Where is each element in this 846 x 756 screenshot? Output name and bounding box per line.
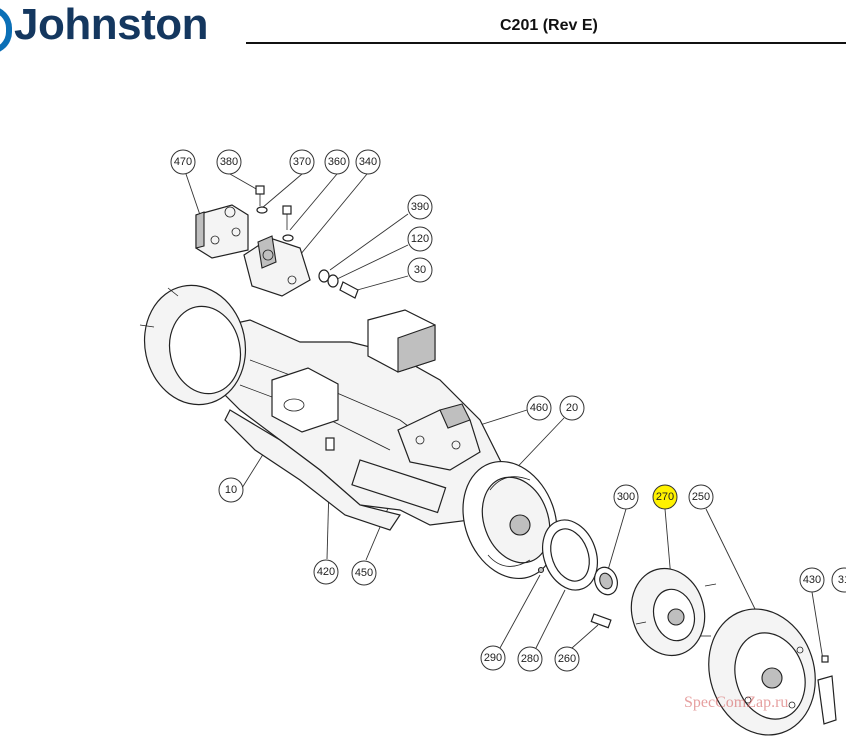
svg-text:31: 31	[838, 574, 846, 586]
callout-460: 460	[526, 395, 552, 421]
svg-text:30: 30	[414, 264, 426, 276]
svg-text:260: 260	[558, 653, 576, 665]
bracket-31	[817, 675, 837, 725]
svg-text:340: 340	[359, 156, 377, 168]
svg-text:360: 360	[328, 156, 346, 168]
seal-300	[594, 566, 618, 596]
callout-340: 340	[355, 149, 381, 175]
mounting-bracket-460	[397, 403, 481, 471]
svg-text:290: 290	[484, 652, 502, 664]
callout-260: 260	[554, 646, 580, 672]
right-brake-backplate-20	[462, 460, 558, 580]
svg-text:380: 380	[220, 156, 238, 168]
header-divider	[246, 42, 846, 44]
svg-text:280: 280	[521, 653, 539, 665]
wheel-hub-270	[630, 567, 717, 657]
document-title: C201 (Rev E)	[500, 17, 598, 34]
svg-text:10: 10	[225, 484, 237, 496]
watermark-text: SpecComZap.ru	[684, 694, 789, 711]
fitting-420	[325, 437, 335, 451]
callout-380: 380	[216, 149, 242, 175]
svg-text:390: 390	[411, 201, 429, 213]
callout-120: 120	[407, 226, 433, 252]
svg-text:450: 450	[355, 567, 373, 579]
callout-430: 430	[799, 567, 825, 593]
callout-31: 31	[831, 567, 846, 593]
screw-430	[821, 655, 829, 663]
callout-390: 390	[407, 194, 433, 220]
shaft-450	[351, 459, 447, 514]
callout-30: 30	[407, 257, 433, 283]
callout-10: 10	[218, 477, 244, 503]
callout-470: 470	[170, 149, 196, 175]
callout-20: 20	[559, 395, 585, 421]
callout-370: 370	[289, 149, 315, 175]
svg-text:430: 430	[803, 574, 821, 586]
callout-280: 280	[517, 646, 543, 672]
brake-drum-250	[708, 608, 816, 736]
svg-text:470: 470	[174, 156, 192, 168]
johnston-logo: Johnston	[0, 0, 230, 60]
callout-420: 420	[313, 559, 339, 585]
callout-450: 450	[351, 560, 377, 586]
callout-360: 360	[324, 149, 350, 175]
svg-text:20: 20	[566, 402, 578, 414]
mounting-bracket-470	[195, 204, 249, 259]
callout-250: 250	[688, 484, 714, 510]
svg-text:250: 250	[692, 491, 710, 503]
stud-260	[590, 613, 612, 629]
tone-ring-280	[542, 519, 598, 591]
svg-text:420: 420	[317, 566, 335, 578]
callout-290: 290	[480, 645, 506, 671]
svg-text:370: 370	[293, 156, 311, 168]
hardware-bolts-washers	[255, 185, 359, 299]
svg-text:270: 270	[656, 491, 674, 503]
callout-300: 300	[613, 484, 639, 510]
svg-text:460: 460	[530, 402, 548, 414]
svg-text:300: 300	[617, 491, 635, 503]
mounting-bracket-340	[243, 235, 311, 297]
pin-290	[537, 566, 545, 574]
brand-name: Johnston	[14, 0, 208, 49]
left-wheel-drum	[139, 284, 247, 406]
svg-text:120: 120	[411, 233, 429, 245]
callout-270: 270	[652, 484, 678, 510]
centre-pads	[271, 309, 436, 433]
